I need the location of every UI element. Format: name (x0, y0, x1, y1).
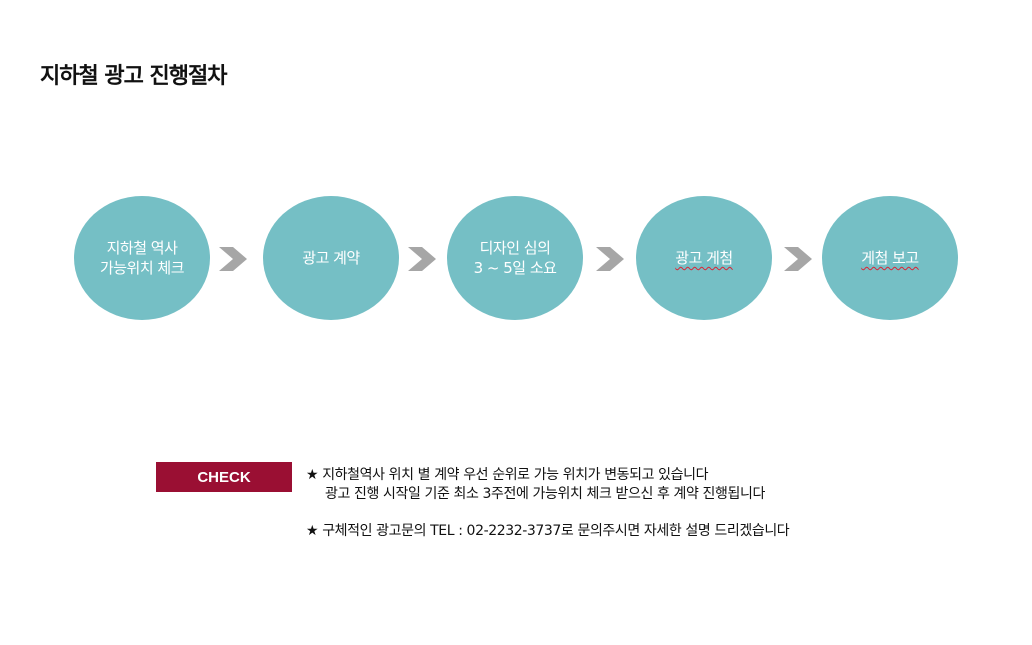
step-posting-report: 게첨 보고 (822, 196, 958, 320)
step-ad-posting: 광고 게첨 (636, 196, 772, 320)
arrow-right-icon (408, 247, 436, 271)
note-contact: ★ 구체적인 광고문의 TEL : 02-2232-3737로 문의주시면 자세… (306, 523, 790, 539)
step-line-2: 가능위치 체크 (99, 259, 185, 277)
page-title: 지하철 광고 진행절차 (40, 64, 227, 89)
note-text: 광고 진행 시작일 기준 최소 3주전에 가능위치 체크 받으신 후 계약 진행… (325, 486, 765, 502)
arrow-right-icon (784, 247, 812, 271)
step-design-review: 디자인 심의 3 ~ 5일 소요 (447, 196, 583, 320)
note-text: ★ 지하철역사 위치 별 계약 우선 순위로 가능 위치가 변동되고 있습니다 (306, 467, 709, 483)
step-station-check: 지하철 역사 가능위치 체크 (74, 196, 210, 320)
step-line-1: 게첨 보고 (861, 249, 919, 267)
step-line-1: 디자인 심의 (479, 239, 551, 257)
check-badge: CHECK (156, 462, 292, 492)
step-line-2: 3 ~ 5일 소요 (473, 259, 557, 277)
step-line-1: 광고 게첨 (675, 249, 733, 267)
step-line-1: 지하철 역사 (106, 239, 178, 257)
step-line-1: 광고 계약 (302, 249, 360, 267)
arrow-right-icon (219, 247, 247, 271)
step-ad-contract: 광고 계약 (263, 196, 399, 320)
check-notes: ★ 지하철역사 위치 별 계약 우선 순위로 가능 위치가 변동되고 있습니다 … (306, 466, 790, 541)
arrow-right-icon (596, 247, 624, 271)
